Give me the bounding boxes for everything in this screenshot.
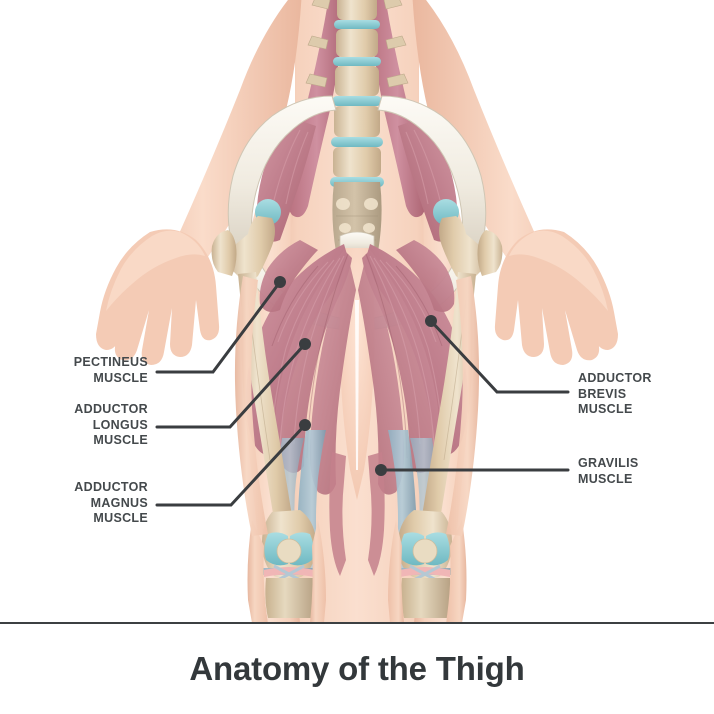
label-adductor-brevis: ADDUCTOR BREVIS MUSCLE [578,371,652,416]
vertebra [330,0,384,187]
right-hand [494,229,618,365]
label-gravilis: GRAVILIS MUSCLE [578,456,639,486]
leader-dot-gravilis [375,464,387,476]
divider-line [0,622,714,624]
leader-dot-adductor-longus [299,338,311,350]
anatomy-diagram [96,0,618,623]
label-pectineus: PECTINEUS MUSCLE [73,355,148,385]
leader-line-adductor-brevis [429,319,570,394]
right-knee-joint [398,532,452,618]
left-hand [96,229,220,365]
leader-line-pectineus [155,280,282,374]
leader-line-adductor-magnus [155,423,307,507]
leader-dot-adductor-brevis [425,315,437,327]
label-adductor-magnus: ADDUCTOR MAGNUS MUSCLE [74,480,148,525]
leader-lines [155,280,570,507]
label-adductor-longus: ADDUCTOR LONGUS MUSCLE [74,402,148,447]
leader-line-adductor-longus [155,342,307,429]
lower-legs [247,520,467,623]
title-bar: Anatomy of the Thigh [0,624,714,714]
leader-dots [274,276,437,476]
lumbar-spine [305,0,409,187]
leader-dot-adductor-magnus [299,419,311,431]
anatomy-illustration [96,0,618,623]
leader-dot-pectineus [274,276,286,288]
page-title: Anatomy of the Thigh [189,650,525,687]
left-knee-joint [262,532,316,618]
